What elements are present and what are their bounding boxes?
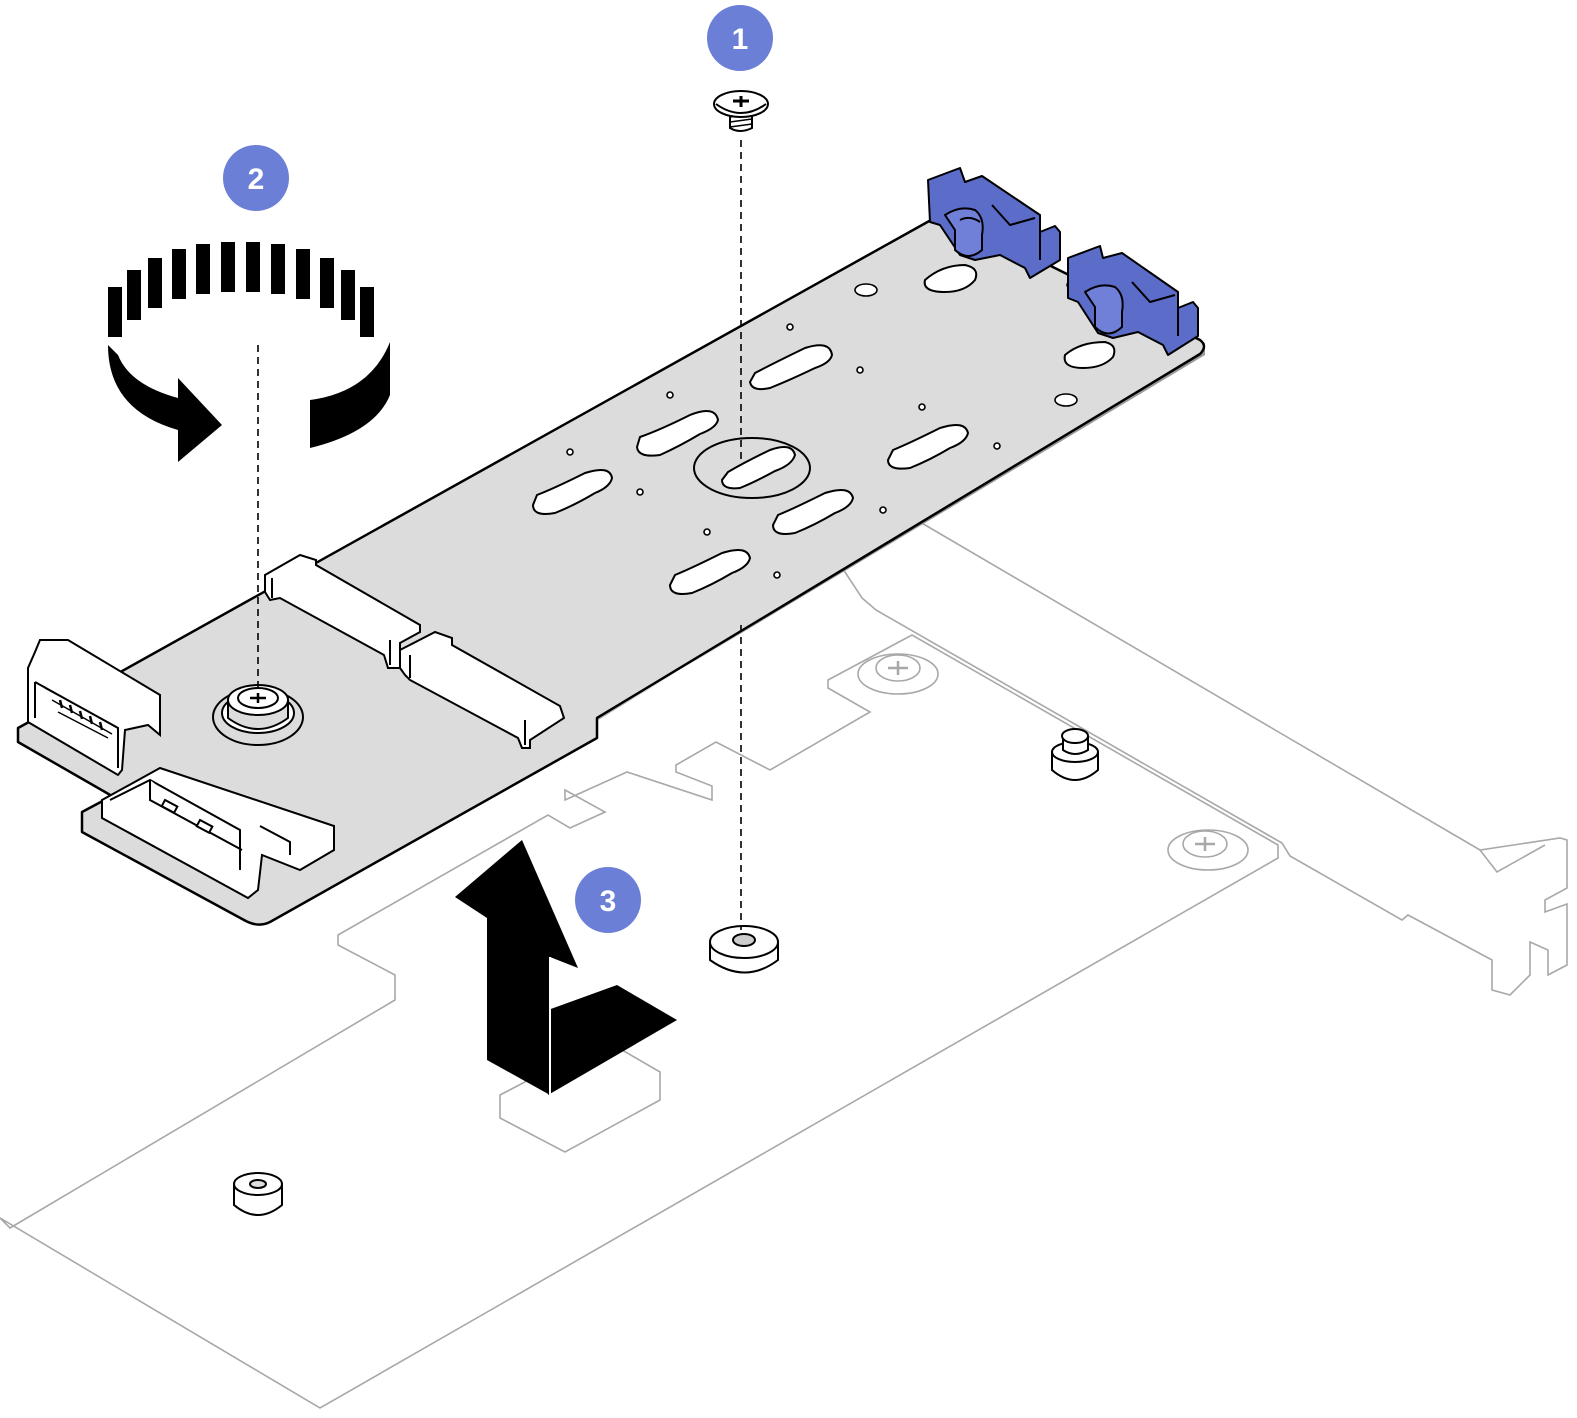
retainer-latch-icon — [1067, 245, 1199, 356]
adapter-board-outline — [0, 634, 1279, 1409]
captive-screw-icon — [212, 684, 304, 746]
adapter-card — [0, 521, 1568, 1409]
mounting-slots — [531, 263, 1116, 595]
center-mount-ring — [693, 437, 811, 499]
signal-connector — [27, 639, 161, 777]
step-callout-2: 2 — [223, 145, 289, 211]
adapter-screw-hole — [1167, 829, 1249, 871]
step-number: 1 — [732, 23, 749, 56]
rotate-arrow-icon — [108, 242, 390, 462]
step-number: 2 — [248, 163, 265, 196]
m2-boot-board — [16, 167, 1206, 926]
screw-icon — [713, 90, 769, 132]
retainer-latch-icon — [927, 167, 1061, 279]
standoff-icon — [1051, 728, 1099, 781]
step-number: 3 — [600, 885, 617, 918]
guide-lines — [257, 140, 742, 930]
m2-slot-connector — [264, 553, 566, 749]
adapter-bracket-outline — [839, 521, 1568, 996]
step-callout-3: 3 — [575, 867, 641, 933]
rotate-arrow-dashes — [108, 242, 374, 337]
standoff-icon — [233, 1172, 283, 1216]
adapter-screw-hole — [857, 653, 939, 695]
power-connector — [101, 766, 335, 900]
step-callout-1: 1 — [707, 5, 773, 71]
standoff-icon — [709, 925, 779, 974]
lift-arrow-icon — [455, 840, 677, 1095]
